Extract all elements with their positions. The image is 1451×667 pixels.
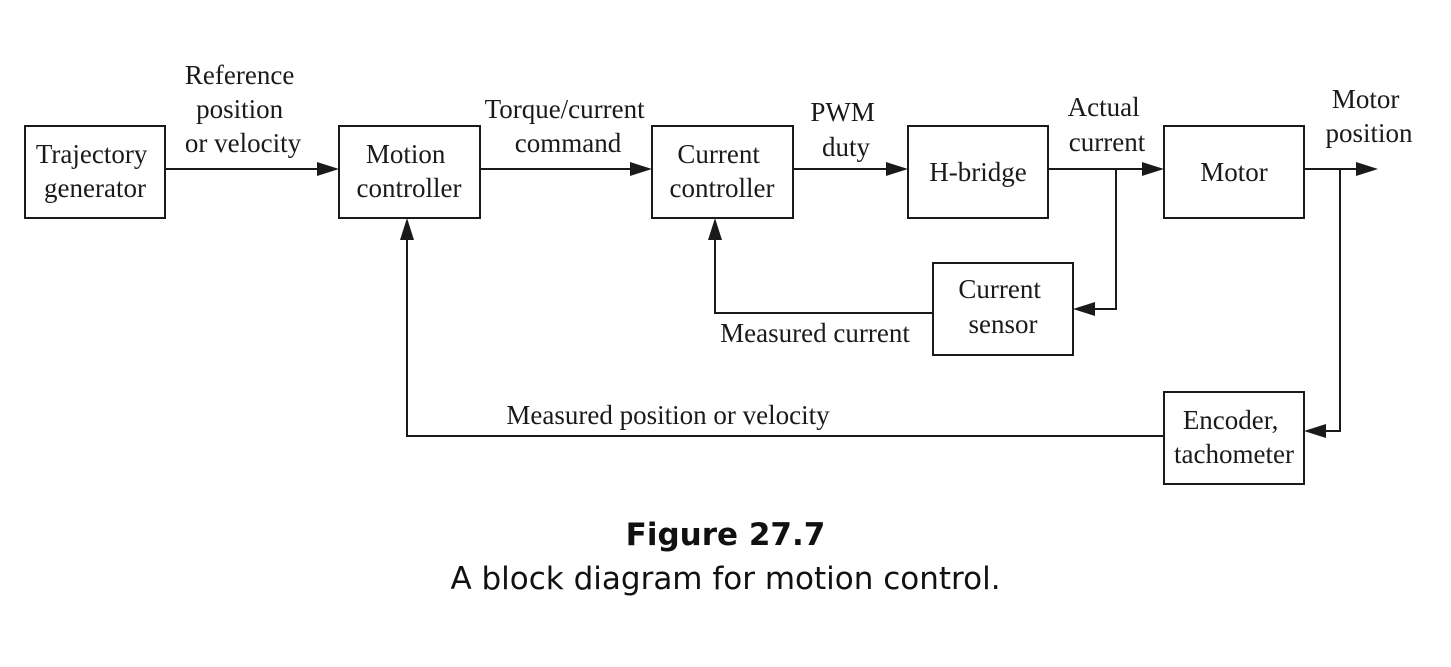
block-label: Current sensor — [958, 274, 1047, 339]
signal-label-actual-current: Actual current — [1068, 92, 1147, 157]
block-label: Encoder, tachometer — [1174, 405, 1294, 469]
motion-control-block-diagram: Trajectory generator Motion controller C… — [24, 60, 1413, 485]
block-label: Motion controller — [357, 139, 462, 203]
wire-current-to-sensor — [1073, 169, 1117, 316]
block-current-sensor: Current sensor — [932, 262, 1074, 356]
block-encoder-tachometer: Encoder, tachometer — [1163, 391, 1305, 485]
wire-pwm-duty — [793, 162, 908, 176]
wire-motor-position-output — [1304, 162, 1378, 176]
block-label: H-bridge — [929, 157, 1026, 187]
block-label: Current controller — [670, 139, 775, 203]
figure-number: Figure 27.7 — [625, 517, 826, 553]
signal-label-measured-position: Measured position or velocity — [506, 400, 830, 430]
signal-label-measured-current: Measured current — [720, 318, 910, 348]
signal-label-torque-command: Torque/current command — [485, 94, 652, 158]
block-h-bridge: H-bridge — [907, 125, 1049, 219]
wire-actual-current — [1048, 162, 1164, 176]
block-motion-controller: Motion controller — [338, 125, 481, 219]
block-motor: Motor — [1163, 125, 1305, 219]
block-label: Motor — [1200, 157, 1268, 187]
wire-torque-command — [480, 162, 652, 176]
wire-reference — [165, 162, 339, 176]
block-label: Trajectory generator — [36, 139, 154, 203]
wire-measured-current — [708, 218, 933, 314]
signal-label-reference: Reference position or velocity — [185, 60, 302, 158]
figure-caption: A block diagram for motion control. — [450, 561, 1001, 597]
signal-label-motor-position: Motor position — [1325, 84, 1413, 148]
block-current-controller: Current controller — [651, 125, 794, 219]
wire-position-to-encoder — [1304, 169, 1341, 438]
block-trajectory-generator: Trajectory generator — [24, 125, 166, 219]
wire-measured-position — [400, 218, 1164, 437]
signal-label-pwm-duty: PWM duty — [810, 97, 881, 162]
